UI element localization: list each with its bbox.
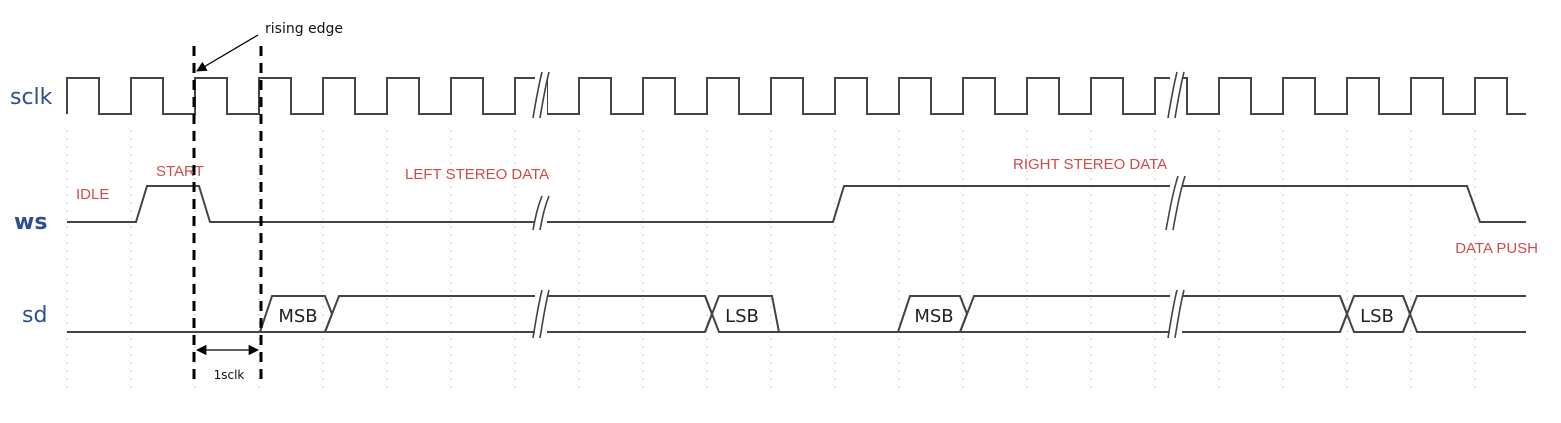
break-mark-right-sd (1167, 289, 1185, 339)
break-marks (532, 70, 1186, 339)
ws-signal-label: ws (14, 210, 47, 235)
sd-data-right-box (958, 295, 1349, 333)
break-mark-right-ws (1165, 175, 1186, 232)
ws-waveform (67, 185, 1526, 223)
phase-idle-label: IDLE (76, 186, 109, 203)
break-mark-left-sclk (532, 70, 550, 120)
sd-lsb-right-label: LSB (1360, 306, 1394, 327)
sd-bus (259, 295, 1526, 333)
sclk-signal-label: sclk (10, 85, 53, 110)
sd-msb-right-label: MSB (914, 306, 953, 327)
sd-signal-label: sd (22, 303, 47, 328)
sd-next-word (1402, 295, 1526, 333)
rising-edge-annotation: rising edge (265, 21, 343, 37)
timing-gridlines (66, 130, 1476, 392)
rising-edge-arrow (196, 34, 259, 72)
phase-left-data-label: LEFT STEREO DATA (405, 166, 549, 183)
sd-lsb-left-box (704, 295, 781, 333)
sd-lsb-left-label: LSB (725, 306, 759, 327)
sd-msb-left-label: MSB (278, 306, 317, 327)
sd-msb-left-box (259, 295, 334, 333)
break-mark-right-sclk (1167, 70, 1185, 120)
phase-data-push-label: DATA PUSH (1455, 240, 1538, 257)
sd-data-left-box (323, 295, 714, 333)
break-mark-left-sd (532, 289, 550, 339)
phase-start-label: START (156, 163, 204, 180)
break-mark-left-ws (532, 195, 550, 231)
phase-right-data-label: RIGHT STEREO DATA (1013, 156, 1167, 173)
period-annotation: 1sclk (214, 368, 245, 382)
sclk-waveform (66, 77, 1526, 115)
sd-msb-right-box (897, 295, 969, 333)
